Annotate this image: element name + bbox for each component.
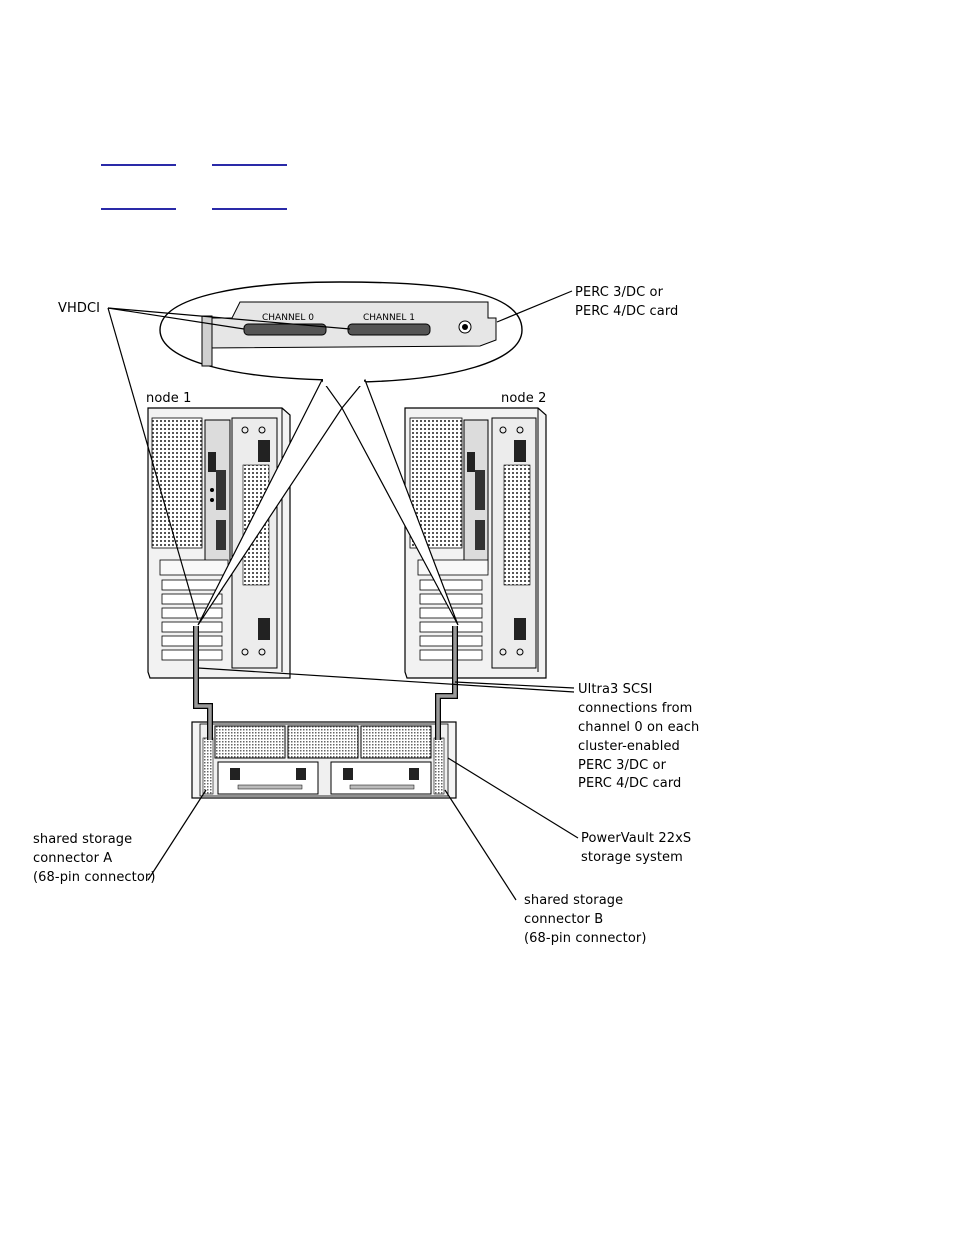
connector-b-label-line3: (68-pin connector) [524, 931, 647, 946]
nav-link-3[interactable] [101, 208, 176, 210]
node2-server [404, 407, 547, 679]
vhdci-label: VHDCI [58, 301, 101, 316]
scsi-cables [193, 626, 458, 740]
perc-card-label-line1: PERC 3/DC or [575, 285, 664, 300]
nav-link-1[interactable] [101, 164, 176, 166]
connector-a-label-line2: connector A [33, 851, 113, 866]
nav-link-2[interactable] [212, 164, 287, 166]
connector-b-label-line1: shared storage [524, 893, 624, 908]
connector-a-label-line1: shared storage [33, 832, 133, 847]
node1-label: node 1 [146, 391, 192, 406]
perc-card-label-line2: PERC 4/DC card [575, 304, 679, 319]
ultra3-label-line6: PERC 4/DC card [578, 776, 682, 791]
connector-a-label-line3: (68-pin connector) [33, 870, 156, 885]
connector-b-label-line2: connector B [524, 912, 604, 927]
node1-server [147, 407, 291, 679]
perc-card-callout: CHANNEL 0 CHANNEL 1 [159, 281, 523, 626]
card-channel1-label: CHANNEL 1 [363, 313, 415, 323]
card-channel0-label: CHANNEL 0 [262, 313, 314, 323]
leader-lines [107, 290, 579, 901]
nav-link-4[interactable] [212, 208, 287, 210]
ultra3-label-line5: PERC 3/DC or [578, 758, 667, 773]
ultra3-label-line1: Ultra3 SCSI [578, 682, 653, 697]
ultra3-label-line4: cluster-enabled [578, 739, 680, 754]
ultra3-label-line2: connections from [578, 701, 693, 716]
node2-label: node 2 [501, 391, 547, 406]
powervault-storage [191, 721, 457, 799]
powervault-label-line1: PowerVault 22xS [581, 831, 692, 846]
powervault-label-line2: storage system [581, 850, 683, 865]
ultra3-label-line3: channel 0 on each [578, 720, 700, 735]
